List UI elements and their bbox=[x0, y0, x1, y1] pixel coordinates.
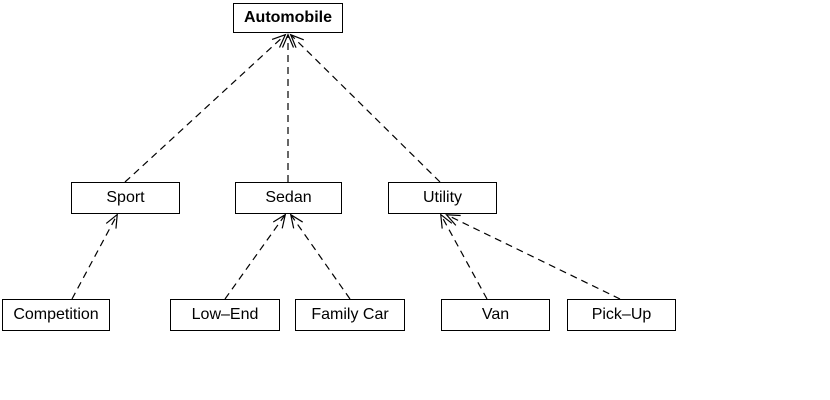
edge-sport-to-automobile bbox=[124, 33, 287, 183]
edge-competition-to-sport bbox=[71, 213, 118, 300]
edge-pickup-to-utility bbox=[445, 214, 621, 300]
edge-familycar-to-sedan bbox=[289, 213, 351, 300]
node-pick-up-label: Pick–Up bbox=[591, 306, 652, 323]
edge-utility-to-automobile bbox=[289, 33, 441, 183]
node-sedan-label: Sedan bbox=[265, 189, 312, 206]
node-sedan: Sedan bbox=[235, 182, 342, 214]
node-utility: Utility bbox=[388, 182, 497, 214]
node-competition-label: Competition bbox=[13, 306, 99, 323]
node-sport: Sport bbox=[71, 182, 180, 214]
node-van-label: Van bbox=[481, 306, 510, 323]
node-automobile-label: Automobile bbox=[244, 9, 332, 26]
node-family-car: Family Car bbox=[295, 299, 405, 331]
edge-van-to-utility bbox=[440, 213, 488, 300]
node-utility-label: Utility bbox=[422, 189, 463, 206]
node-pick-up: Pick–Up bbox=[567, 299, 676, 331]
node-family-car-label: Family Car bbox=[311, 306, 389, 323]
node-sport-label: Sport bbox=[106, 189, 145, 206]
node-low-end: Low–End bbox=[170, 299, 280, 331]
edge-lowend-to-sedan bbox=[224, 213, 287, 300]
node-competition: Competition bbox=[2, 299, 110, 331]
node-low-end-label: Low–End bbox=[191, 306, 259, 323]
node-automobile: Automobile bbox=[233, 3, 343, 33]
node-van: Van bbox=[441, 299, 550, 331]
